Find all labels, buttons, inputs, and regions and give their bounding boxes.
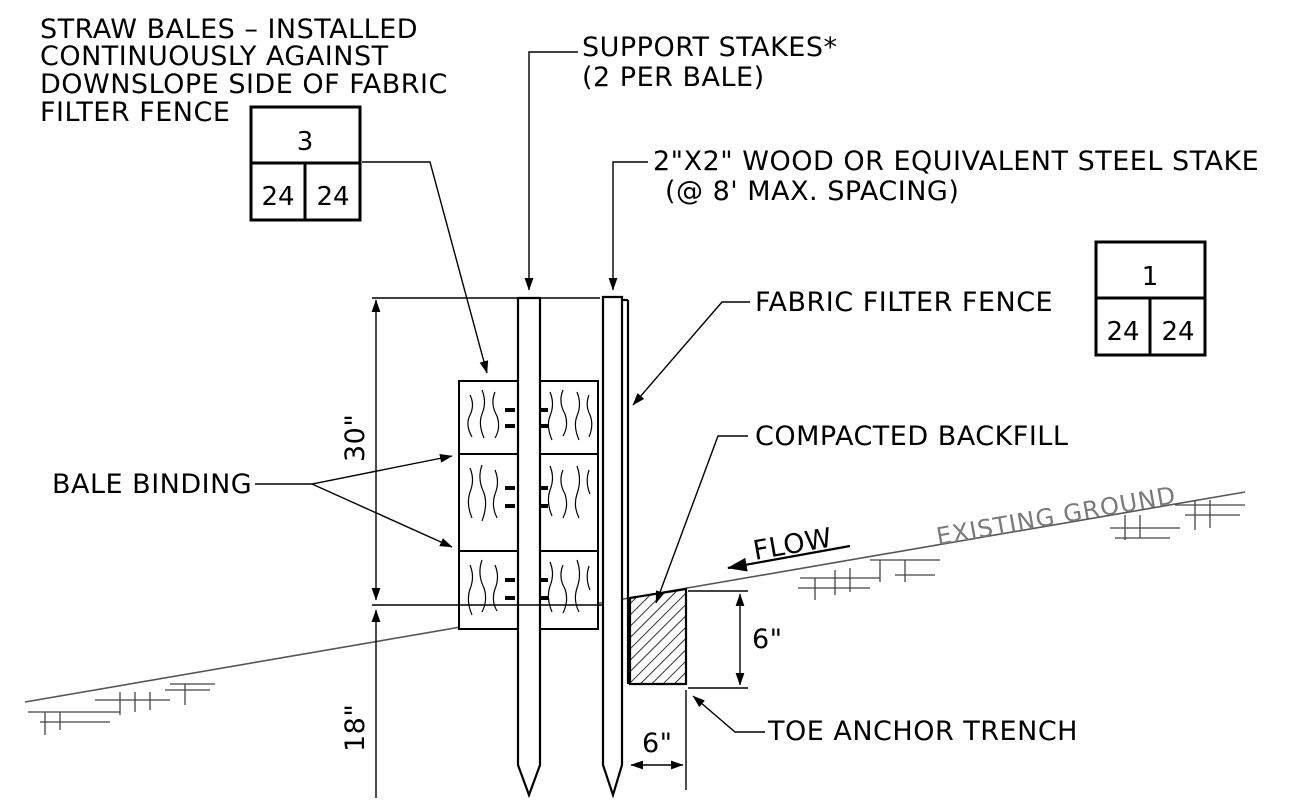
- callout-bales-top: 3: [297, 127, 314, 157]
- label-compacted-backfill: COMPACTED BACKFILL: [755, 421, 1068, 452]
- label-existing-ground: EXISTING GROUND: [934, 481, 1178, 551]
- label-flow: FLOW: [751, 523, 835, 567]
- svg-text:DOWNSLOPE SIDE OF FABRIC: DOWNSLOPE SIDE OF FABRIC: [40, 69, 448, 100]
- svg-text:CONTINUOUSLY AGAINST: CONTINUOUSLY AGAINST: [40, 41, 389, 72]
- leader-lines: [255, 51, 851, 733]
- dimension-trench-width-label: 6": [642, 728, 673, 759]
- soil-hatch-marks: [28, 500, 1245, 735]
- straw-texture: [467, 389, 593, 616]
- svg-text:STRAW BALES – INSTALLED: STRAW BALES – INSTALLED: [40, 14, 418, 45]
- toe-anchor-trench: [628, 587, 688, 686]
- dimension-trench-depth: [688, 590, 748, 689]
- callout-bales-left: 24: [261, 182, 294, 212]
- callout-box-fence: 1 24 24: [1094, 240, 1207, 357]
- dimension-height: [371, 297, 603, 798]
- support-stake: [516, 296, 542, 799]
- callout-fence-left: 24: [1106, 317, 1139, 347]
- svg-text:(2 PER BALE): (2 PER BALE): [582, 62, 765, 93]
- svg-text:2"X2" WOOD OR EQUIVALENT STEEL: 2"X2" WOOD OR EQUIVALENT STEEL STAKE: [653, 146, 1259, 177]
- dimension-trench-width: [630, 690, 687, 790]
- callout-box-bales: 3 24 24: [249, 105, 362, 222]
- svg-text:(@ 8' MAX. SPACING): (@ 8' MAX. SPACING): [665, 176, 959, 207]
- dimension-30-label: 30": [340, 414, 371, 462]
- label-fabric-filter-fence: FABRIC FILTER FENCE: [755, 287, 1053, 318]
- dimension-18-label: 18": [340, 704, 371, 752]
- callout-fence-top: 1: [1142, 262, 1159, 292]
- label-bale-binding: BALE BINDING: [52, 469, 252, 500]
- label-support-stakes: SUPPORT STAKES* (2 PER BALE): [582, 32, 838, 93]
- dimension-trench-depth-label: 6": [752, 624, 783, 655]
- svg-text:FILTER FENCE: FILTER FENCE: [40, 97, 230, 128]
- label-toe-anchor-trench: TOE ANCHOR TRENCH: [767, 716, 1078, 747]
- label-wood-stake: 2"X2" WOOD OR EQUIVALENT STEEL STAKE (@ …: [653, 146, 1259, 207]
- wood-stake: [601, 295, 624, 799]
- label-straw-bales: STRAW BALES – INSTALLED CONTINUOUSLY AGA…: [40, 14, 448, 128]
- svg-text:SUPPORT STAKES*: SUPPORT STAKES*: [582, 32, 838, 63]
- fabric-filter-fence-line: [622, 298, 630, 684]
- callout-bales-right: 24: [316, 182, 349, 212]
- callout-fence-right: 24: [1161, 317, 1194, 347]
